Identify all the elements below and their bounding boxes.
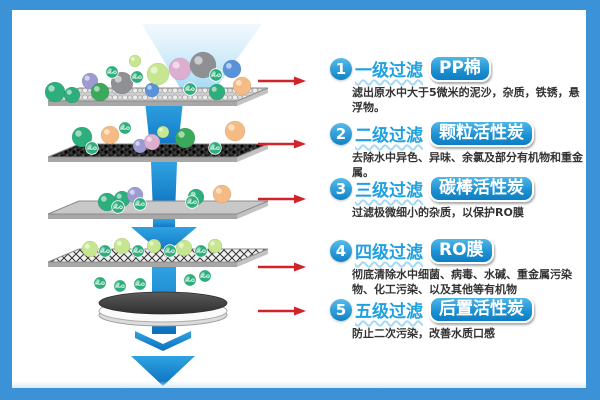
svg-text:H₂O: H₂O — [120, 126, 130, 132]
stage-filter-name-badge: PP棉 — [429, 55, 491, 82]
svg-text:H₂O: H₂O — [187, 200, 197, 206]
svg-text:H₂O: H₂O — [210, 146, 220, 152]
stage-description: 滤出原水中大于5微米的泥沙，杂质，铁锈，悬浮物。 — [352, 86, 580, 114]
stage-number-badge: 5 — [330, 298, 352, 321]
stage-description: 过滤极微细小的杂质，以保护RO膜 — [352, 206, 524, 219]
stage-item-1: 1 一级过滤 PP棉 滤出原水中大于5微米的泥沙，杂质，铁锈，悬浮物。 — [330, 55, 580, 116]
svg-text:H₂O: H₂O — [211, 73, 221, 79]
stage-filter-name-badge: RO膜 — [429, 237, 494, 264]
svg-text:H₂O: H₂O — [165, 249, 175, 255]
svg-text:H₂O: H₂O — [135, 202, 145, 208]
filtration-diagram: H₂O H₂O H₂O H₂O H₂O H₂O H₂O H₂O H₂O H₂O H₂O H₂O H₂O H… — [44, 24, 306, 386]
stage-label: 二级过滤 — [355, 126, 423, 146]
svg-text:H₂O: H₂O — [135, 282, 145, 288]
h2o-molecules: H₂O H₂O H₂O H₂O H₂O H₂O H₂O H₂O H₂O H₂O H₂O H₂O H₂O H… — [85, 65, 223, 293]
svg-text:H₂O: H₂O — [95, 281, 105, 287]
svg-text:H₂O: H₂O — [196, 249, 206, 255]
stage-label: 一级过滤 — [355, 61, 423, 81]
stage-filter-name-badge: 颗粒活性炭 — [429, 120, 534, 147]
infographic-canvas: H₂O H₂O H₂O H₂O H₂O H₂O H₂O H₂O H₂O H₂O H₂O H₂O H₂O H… — [12, 10, 586, 388]
svg-text:H₂O: H₂O — [87, 146, 97, 152]
carbon-rod-plate — [47, 200, 269, 219]
stage-item-3: 3 三级过滤 碳棒活性炭 过滤极微细小的杂质，以保护RO膜 — [330, 175, 580, 221]
stage-number-badge: 1 — [330, 57, 352, 80]
svg-text:H₂O: H₂O — [185, 278, 195, 284]
stage-number-badge: 3 — [330, 177, 352, 200]
stage-number-badge: 2 — [330, 122, 352, 145]
stage-filter-name-badge: 后置活性炭 — [429, 296, 534, 323]
contaminant-balls — [44, 51, 252, 258]
stage-label: 三级过滤 — [355, 181, 423, 201]
stage-pointer-arrows — [258, 76, 306, 316]
post-carbon-disc — [98, 291, 228, 327]
stage-item-5: 5 五级过滤 后置活性炭 防止二次污染，改善水质口感 — [330, 296, 580, 342]
stage-description: 彻底清除水中细菌、病毒、水碱、重金属污染物、化工污染、以及其他等有机物 — [352, 268, 572, 296]
stage-label: 四级过滤 — [355, 243, 423, 263]
stage-label: 五级过滤 — [355, 302, 423, 322]
stage-number-badge: 4 — [330, 239, 352, 262]
svg-text:H₂O: H₂O — [185, 87, 195, 93]
svg-text:H₂O: H₂O — [100, 249, 110, 255]
stage-item-2: 2 二级过滤 颗粒活性炭 去除水中异色、异味、余氯及部分有机物和重金属。 — [330, 120, 583, 181]
stage-description: 去除水中异色、异味、余氯及部分有机物和重金属。 — [352, 151, 583, 179]
svg-text:H₂O: H₂O — [132, 75, 142, 81]
stage-filter-name-badge: 碳棒活性炭 — [429, 175, 534, 202]
stage-item-4: 4 四级过滤 RO膜 彻底清除水中细菌、病毒、水碱、重金属污染物、化工污染、以及… — [330, 237, 580, 298]
svg-text:H₂O: H₂O — [107, 70, 117, 76]
stage-description: 防止二次污染，改善水质口感 — [352, 327, 495, 340]
svg-text:H₂O: H₂O — [133, 249, 143, 255]
svg-text:H₂O: H₂O — [200, 274, 210, 280]
svg-text:H₂O: H₂O — [113, 205, 123, 211]
svg-text:H₂O: H₂O — [115, 284, 125, 290]
